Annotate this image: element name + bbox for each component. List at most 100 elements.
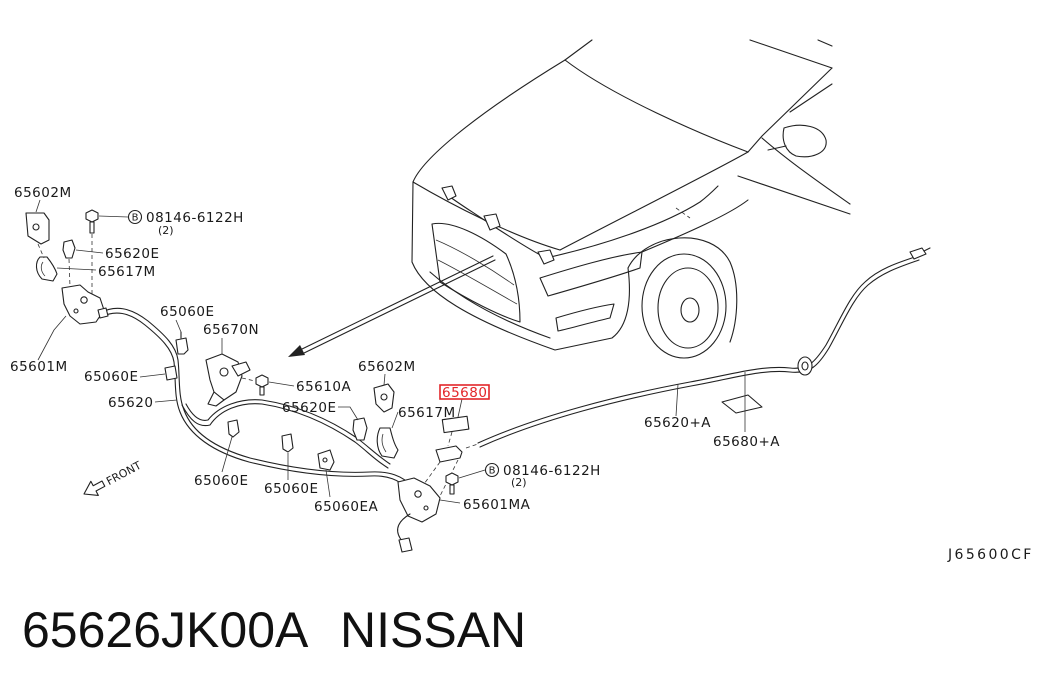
cable-65620-branch-sheath <box>185 399 391 465</box>
latch-rh-hole <box>423 505 429 511</box>
leader-bolt-lh <box>98 215 129 218</box>
callout-bolt-rh-qty: (2) <box>511 476 527 489</box>
cable-65620-plus-a-sheath <box>479 259 920 448</box>
cable-65620 <box>99 307 413 487</box>
cable-end-rod <box>923 247 931 252</box>
bracket-65602m-lh <box>25 212 50 245</box>
latch-guide-line-2 <box>423 461 441 485</box>
vehicle-outline <box>411 39 851 359</box>
latch-rh-cable <box>397 513 411 545</box>
leader-clip-rh <box>338 406 359 421</box>
grille-mesh-1 <box>435 239 515 286</box>
callout-bracket-lh: 65602M <box>14 185 72 201</box>
front-grille <box>431 222 521 323</box>
fog-light <box>555 303 615 332</box>
side-window-edge <box>789 83 833 113</box>
locator-arrow-head <box>288 345 305 357</box>
callout-clip-rh: 65620E <box>282 400 336 416</box>
leader-bracket-lh <box>35 199 41 213</box>
lh-latch-assembly <box>25 209 105 325</box>
front-label: FRONT <box>104 459 144 488</box>
part-65680-plus-a <box>721 394 763 414</box>
hood-latch-on-vehicle-lh <box>441 185 457 201</box>
front-arrow-icon <box>83 480 106 496</box>
bolt-marker-circle-rh <box>484 462 500 478</box>
bracket-hole <box>32 223 40 231</box>
cable-clips <box>164 331 335 471</box>
wheel-arch <box>627 237 738 343</box>
callout-latch-lh: 65601M <box>10 359 68 375</box>
clip-65060e-2 <box>164 365 178 381</box>
latch-rh-pivot <box>414 490 422 498</box>
headlight <box>539 251 643 297</box>
bolt-marker-rh: B <box>489 466 496 477</box>
mirror-arm <box>767 145 787 151</box>
leader-clip-65060e-3 <box>221 436 233 473</box>
callout-clip-lh: 65620E <box>105 246 159 262</box>
bracket-65602m-rh <box>373 383 395 413</box>
leader-bolt-rh <box>458 469 486 479</box>
callout-clip-65060e-4: 65060E <box>264 481 318 497</box>
clip-guide-line-lh <box>68 258 71 288</box>
side-mirror <box>782 124 827 158</box>
callout-lever: 65670N <box>203 322 259 338</box>
cable-grommet <box>797 356 813 376</box>
callout-labels: 65602M B 08146-6122H (2) 65620E 65617M 6… <box>10 185 780 515</box>
hood-latch-on-vehicle-center <box>483 213 501 231</box>
screw-guide-line <box>241 377 256 382</box>
callout-bolt-rh: 08146-6122H <box>503 463 601 479</box>
front-bumper <box>411 181 630 351</box>
a-pillar-right <box>747 67 833 153</box>
callout-clip-65060e-2: 65060E <box>84 369 138 385</box>
callout-clip-65060e-3: 65060E <box>194 473 248 489</box>
latch-65601m <box>61 284 105 325</box>
clip-65060ea-hole <box>322 457 328 463</box>
leader-cable-a <box>675 383 679 417</box>
clip-65620e-rh <box>352 417 368 441</box>
caption-part-number: 65626JK00A <box>22 602 309 658</box>
connector-bracket <box>435 445 463 463</box>
bolt-head-rh <box>445 472 459 486</box>
roof-edge-rear <box>817 39 833 47</box>
cable-lh-end-fitting <box>97 307 109 319</box>
bolt-shank-lh <box>89 221 95 234</box>
diagram-code: J65600CF <box>947 547 1034 563</box>
leader-clip-65060e-2 <box>139 373 166 378</box>
spring-rh-inner <box>381 433 387 453</box>
callout-cable-a: 65620+A <box>644 415 711 431</box>
leader-spring-rh <box>391 411 399 429</box>
bumper-lower-line <box>429 271 551 339</box>
caption-brand: NISSAN <box>340 602 526 658</box>
callout-latch-rh: 65601MA <box>463 497 531 513</box>
release-cables <box>97 247 931 490</box>
grille-mesh-2 <box>437 259 518 305</box>
cable-end-fitting <box>909 247 927 260</box>
lever-assembly <box>205 353 269 407</box>
latch-rh-cable-end <box>398 537 413 553</box>
fender-side <box>737 175 851 215</box>
callout-bolt-lh: 08146-6122H <box>146 210 244 226</box>
locator-arrow-shaft <box>299 255 494 351</box>
clip-65060e-4 <box>281 433 294 453</box>
screw-65610a-shank <box>259 386 265 396</box>
fender-top <box>761 137 851 205</box>
front-indicator: FRONT <box>83 459 144 496</box>
leader-cable <box>154 399 178 403</box>
cable-65620-branch <box>181 403 389 469</box>
lever-handle <box>207 391 225 407</box>
hood-left-edge <box>412 59 566 183</box>
clip-65060e-3 <box>227 419 240 438</box>
cable-65620-sheath <box>100 312 409 490</box>
bolt-marker-lh: B <box>132 213 139 224</box>
callout-spring-lh: 65617M <box>98 264 156 280</box>
callout-bolt-lh-qty: (2) <box>158 224 174 237</box>
spring-65617m-rh <box>376 427 399 459</box>
locator-arrow-shaft-2 <box>301 259 496 355</box>
bracket-guide-line-lh <box>37 243 45 259</box>
lever-bracket <box>231 361 251 377</box>
screw-65610a-head <box>255 374 269 388</box>
clip-65060ea <box>317 449 335 471</box>
bolt-head-lh <box>85 209 99 223</box>
leader-spring-lh <box>56 267 97 271</box>
wheel-hub <box>680 297 700 323</box>
